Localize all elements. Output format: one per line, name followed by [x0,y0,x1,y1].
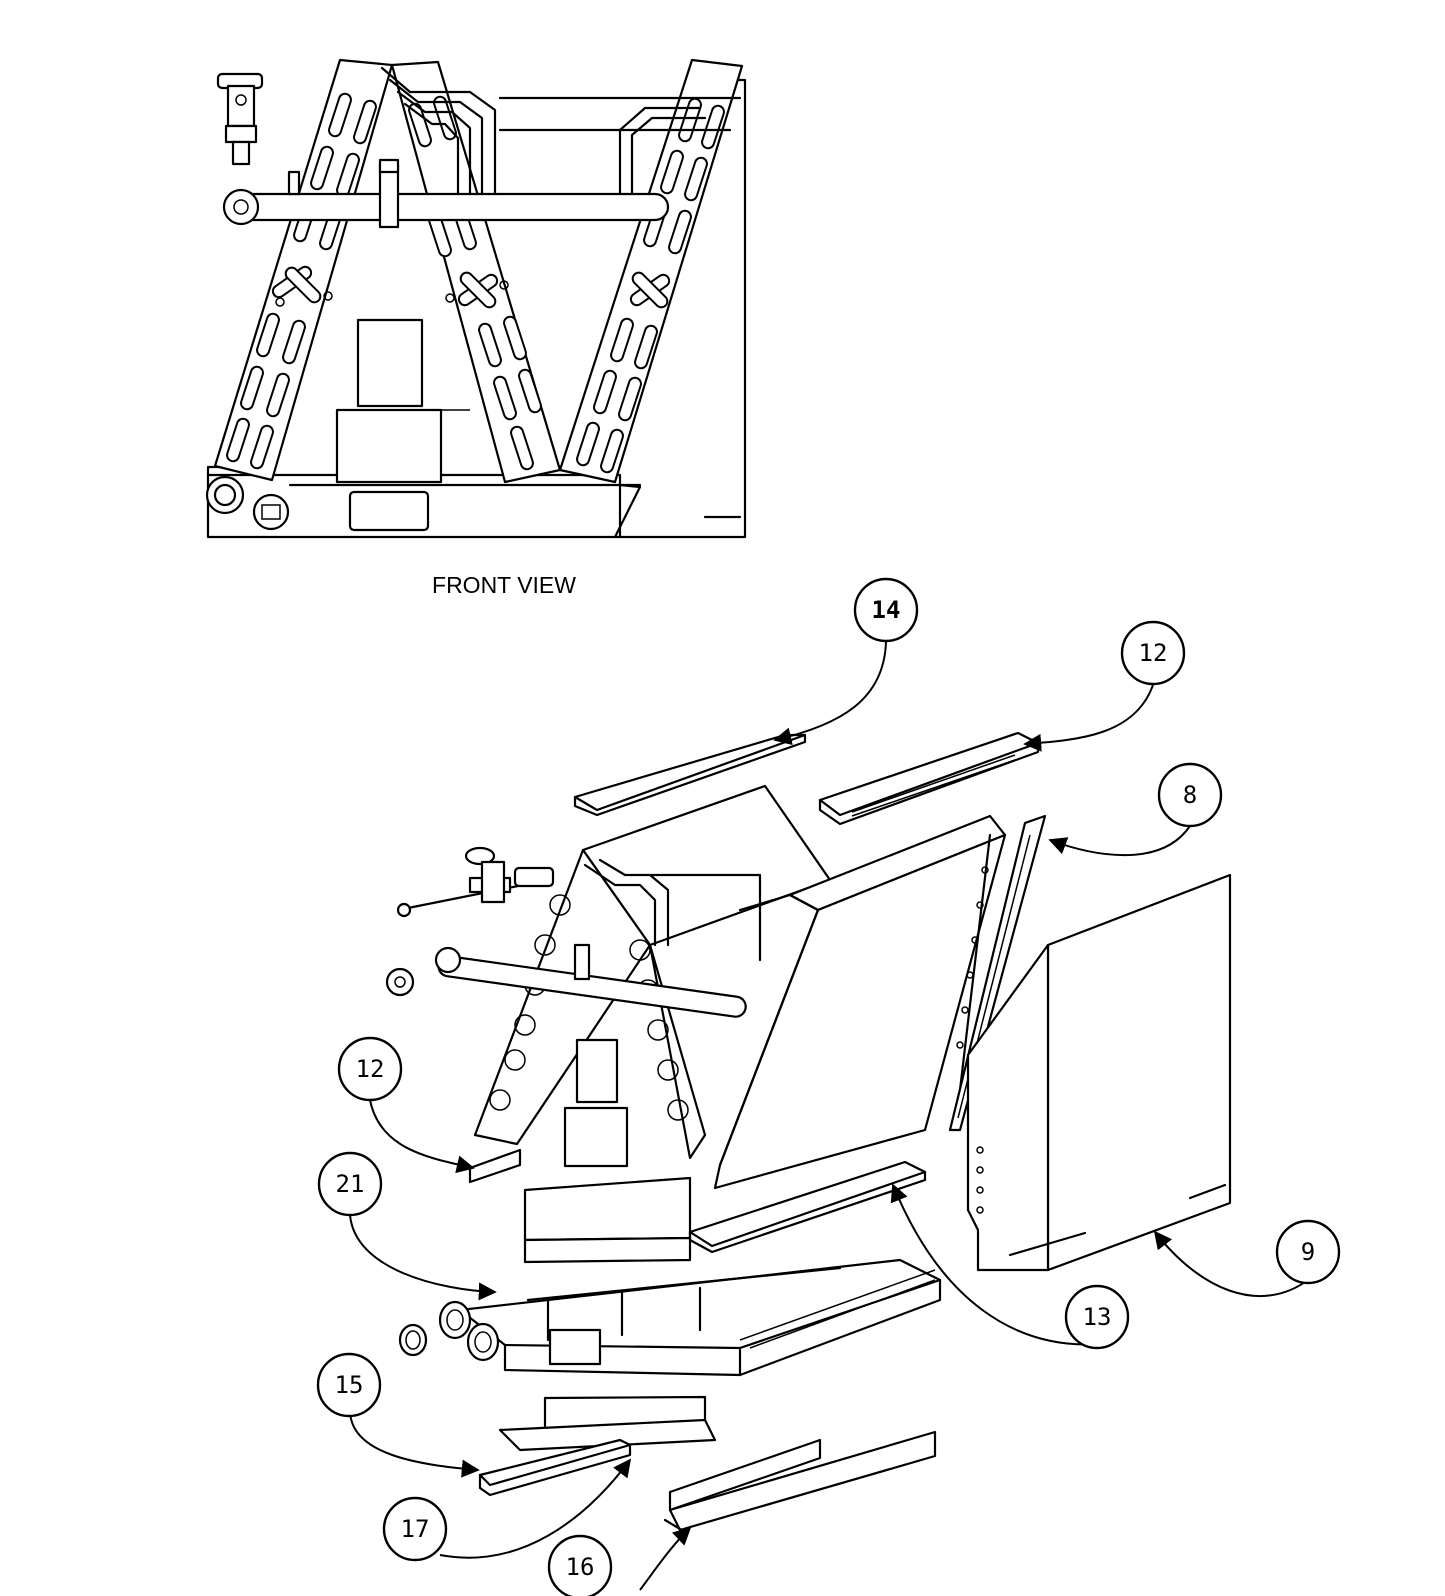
middle-slab-slots [408,95,542,471]
svg-text:15: 15 [335,1371,364,1399]
side-panel-part-9 [1046,873,1232,1272]
callout-13: 13 [1064,1284,1130,1350]
svg-text:12: 12 [1139,639,1168,667]
svg-text:8: 8 [1183,781,1197,809]
exploded-view-drawing [385,731,1232,1534]
callout-15: 15 [316,1352,382,1418]
left-slab-slots [226,92,377,470]
txv-valve-exploded [396,846,555,918]
svg-text:12: 12 [356,1055,385,1083]
callout-16: 16 [547,1534,613,1596]
svg-text:13: 13 [1083,1303,1112,1331]
callout-12-bottom: 12 [337,1036,403,1102]
leader-lines [349,641,1309,1591]
front-view-label: FRONT VIEW [432,572,576,598]
callout-8: 8 [1157,762,1223,828]
callout-21: 21 [317,1151,383,1217]
side-panel-dots [976,1146,984,1214]
bracket-part-16-top [668,1438,822,1512]
right-slab-slots [576,97,725,474]
coil-edge-dots [956,866,989,1049]
svg-text:21: 21 [336,1170,365,1198]
callout-17: 17 [382,1496,448,1562]
svg-text:16: 16 [566,1553,595,1581]
svg-text:9: 9 [1301,1238,1315,1266]
front-view-drawing [205,58,747,539]
callout-14: 14 [853,577,919,643]
svg-text:17: 17 [401,1515,430,1543]
bracket-part-17-base [498,1418,717,1452]
svg-text:14: 14 [872,596,901,624]
txv-valve-front [216,72,264,166]
lower-bracket-part-12 [468,1148,522,1184]
top-rail-part-12 [818,731,1040,817]
callout-12-top: 12 [1120,620,1186,686]
bracket-part-16-bottom [668,1430,937,1532]
callout-9: 9 [1275,1219,1341,1285]
